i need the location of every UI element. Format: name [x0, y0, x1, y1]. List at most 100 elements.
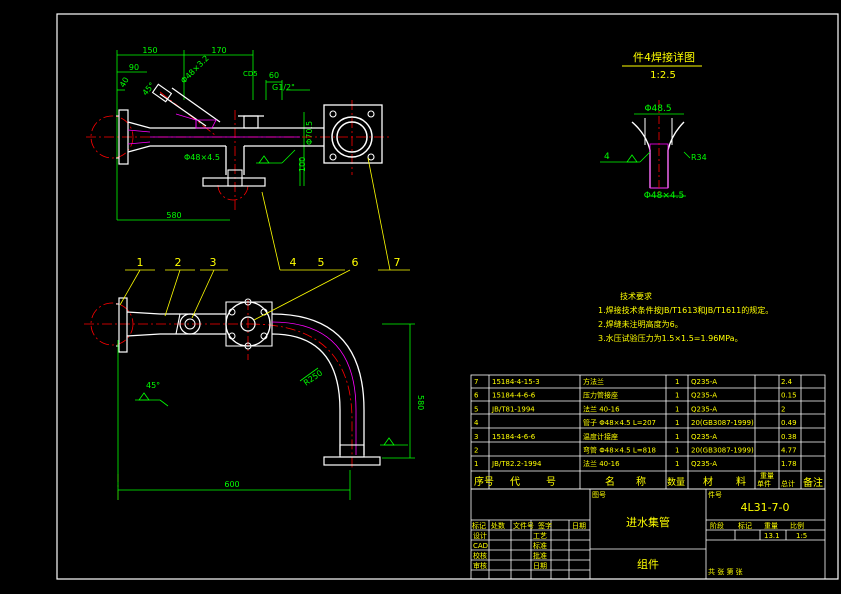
tb-role-4: 审核 — [473, 561, 487, 570]
bom-cell: 0.38 — [781, 433, 797, 441]
bom-cell: 1 — [675, 392, 679, 400]
bom-cell: 4.77 — [781, 447, 797, 455]
bom-h-code2: 号 — [546, 476, 556, 488]
bom-cell: 弯管 Φ48×4.5 L=818 — [583, 446, 656, 455]
bom-h-mat1: 材 — [703, 475, 713, 488]
bom-h-mass: 重量 — [760, 472, 774, 480]
bom-h-name1: 名 — [605, 475, 615, 488]
notes-line-3: 3.水压试验压力为1.5×1.5=1.96MPa。 — [598, 333, 743, 343]
bom-h-code1: 代 — [510, 476, 520, 488]
tb-sheet-info: 共 张 第 张 — [708, 567, 743, 576]
tb-stage-1: 阶段 — [710, 521, 724, 530]
bom-cell: JB/T81-1994 — [491, 405, 535, 413]
bom-h-total: 总计 — [781, 479, 795, 488]
title-block — [470, 488, 826, 580]
bom-cell: 0.49 — [781, 419, 797, 427]
bom-cell: 15184-4-6-6 — [492, 392, 536, 400]
tb-scale: 1:5 — [796, 532, 807, 540]
dim-angle: 45° — [146, 381, 160, 390]
bom-cell: 温度计接座 — [583, 432, 618, 441]
detail-weld-mark: 4 — [604, 152, 610, 162]
balloon-7: 7 — [394, 256, 401, 269]
bom-h-unit: 单件 — [757, 479, 771, 488]
tb-rev-1: 标记 — [472, 521, 486, 530]
tb-drawing-no: 4L31-7-0 — [740, 501, 789, 514]
tb-role-2: CAD — [473, 542, 488, 550]
bom-cell: 2 — [781, 405, 785, 413]
bom-h-remark: 备注 — [803, 476, 823, 489]
bom-cell: 20(GB3087-1999) — [691, 419, 754, 427]
tb-role-1: 设计 — [473, 531, 487, 540]
bom-cell: 6 — [474, 392, 479, 400]
notes-heading: 技术要求 — [620, 291, 652, 301]
bom-cell: 1 — [474, 460, 478, 468]
detail-dim-top: Φ48.5 — [644, 104, 671, 114]
bom-cell: 法兰 40-16 — [583, 404, 620, 413]
weld-detail: 件4焊接详图 1:2.5 Φ48.5 R34 4 Φ48×4.5 — [600, 50, 707, 201]
technical-notes: 技术要求 1.焊接技术条件按JB/T1613和JB/T1611的规定。 2.焊缝… — [598, 291, 773, 343]
bom-cell: 0.15 — [781, 392, 797, 400]
tb-prefix-label: 图号 — [592, 491, 606, 499]
notes-line-1: 1.焊接技术条件按JB/T1613和JB/T1611的规定。 — [598, 305, 773, 315]
tb-part-name: 进水集管 — [626, 515, 670, 529]
bom-cell: 1 — [675, 419, 679, 427]
dim-170: 170 — [211, 46, 226, 55]
bom-cell: 1 — [675, 460, 679, 468]
balloon-4: 4 — [290, 256, 297, 269]
dim-thread: G1/2" — [272, 83, 295, 92]
bom-cell: Q235-A — [691, 460, 717, 468]
bom-cell: 15184-4-6-6 — [492, 433, 536, 441]
tb-rev-4: 签字 — [538, 521, 552, 530]
detail-dim-bottom: Φ48×4.5 — [644, 191, 684, 201]
dim-cd: CD5 — [243, 70, 258, 78]
bom-cell: 法兰 40-16 — [583, 459, 620, 468]
bom-cell: 7 — [474, 378, 478, 386]
balloon-5: 5 — [318, 256, 325, 269]
tb-stage-2: 标记 — [738, 521, 752, 530]
bom-h-qty: 数量 — [667, 476, 685, 488]
bom-h-name2: 称 — [636, 475, 646, 488]
dim-height: 580 — [416, 395, 425, 410]
tb-role-r3: 批准 — [533, 551, 547, 560]
detail-scale: 1:2.5 — [650, 70, 676, 81]
dim-100: 100 — [298, 157, 307, 172]
balloon-6: 6 — [352, 256, 359, 269]
bom-cell: Q235-A — [691, 392, 717, 400]
detail-dim-side: R34 — [691, 153, 707, 162]
bom-cell: 1.78 — [781, 460, 797, 468]
tb-rev-5: 日期 — [572, 522, 586, 530]
tb-category: 组件 — [637, 557, 659, 571]
tb-drawing-label: 件号 — [708, 490, 722, 499]
top-view: 150 170 90 40 45° Φ48×3.2 60 G1/2" Φ48×4… — [86, 46, 390, 221]
drawing-border — [56, 13, 839, 580]
bom-cell: 4 — [474, 419, 479, 427]
dim-width: 600 — [224, 480, 239, 489]
balloon-2: 2 — [175, 256, 182, 269]
bom-h-no: 序号 — [474, 475, 494, 488]
bom-h-mat2: 料 — [736, 475, 746, 488]
bom-cell: 管子 Φ48×4.5 L=207 — [583, 418, 656, 427]
notes-line-2: 2.焊缝未注明高度为6。 — [598, 319, 683, 329]
bom-cell: 20(GB3087-1999) — [691, 447, 754, 455]
tb-mass: 13.1 — [764, 532, 780, 540]
tb-rev-3: 文件号 — [513, 521, 534, 530]
dim-40: 40 — [118, 76, 131, 89]
bom-cell: Q235-A — [691, 433, 717, 441]
dim-580: 580 — [166, 211, 181, 220]
bom-cell: 1 — [675, 405, 679, 413]
bom-cell: 1 — [675, 433, 679, 441]
tb-role-r2: 标准 — [533, 541, 547, 550]
tb-role-r1: 工艺 — [533, 532, 547, 540]
balloon-1: 1 — [137, 256, 144, 269]
bom-cell: 2 — [474, 447, 478, 455]
bom-cell: 3 — [474, 433, 478, 441]
bom-cell: JB/T82.2-1994 — [491, 460, 542, 468]
detail-title: 件4焊接详图 — [633, 50, 695, 64]
tb-stage-3: 重量 — [764, 522, 778, 530]
bom-cell: 15184-4-15-3 — [492, 378, 540, 386]
dim-tube: Φ48×4.5 — [184, 153, 220, 162]
bom-cell: 方法兰 — [583, 377, 604, 386]
dim-vert: Φ70.5 — [305, 121, 314, 145]
